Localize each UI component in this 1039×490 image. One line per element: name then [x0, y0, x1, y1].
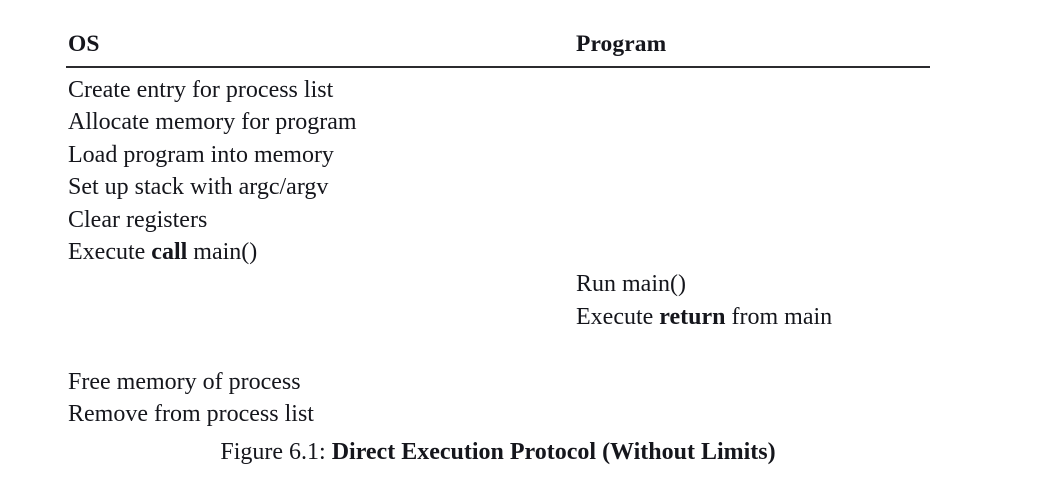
figure-caption-label: Figure 6.1:: [220, 439, 332, 465]
table-header: OS Program: [66, 28, 930, 67]
cell-keyword: return: [659, 303, 726, 330]
cell-os: Allocate memory for program: [66, 106, 574, 138]
table-row-spacer: [66, 333, 930, 365]
cell-text-post: from main: [725, 303, 833, 330]
table-row: Load program into memory: [66, 139, 930, 171]
cell-program: [574, 139, 930, 171]
table-row: Set up stack with argc/argv: [66, 171, 930, 203]
figure-caption: Figure 6.1: Direct Execution Protocol (W…: [66, 436, 930, 468]
table-row: Execute call main(): [66, 236, 930, 268]
figure-caption-title: Direct Execution Protocol (Without Limit…: [331, 439, 776, 465]
cell-os: Remove from process list: [66, 398, 574, 430]
cell-keyword: call: [151, 239, 188, 266]
cell-text-pre: Remove from process list: [68, 401, 314, 428]
cell-text-pre: Set up stack with argc/argv: [68, 174, 329, 201]
cell-text-pre: Allocate memory for program: [68, 109, 357, 136]
table-body: Create entry for process list Allocate m…: [66, 67, 930, 430]
cell-os: [66, 301, 574, 333]
table-row: Remove from process list: [66, 398, 930, 430]
cell-text-pre: Clear registers: [68, 206, 208, 233]
cell-program: [574, 204, 930, 236]
table-row: Allocate memory for program: [66, 106, 930, 138]
table-row: Execute return from main: [66, 301, 930, 333]
cell-program: [574, 236, 930, 268]
cell-text-pre: Create entry for process list: [68, 77, 334, 103]
cell-os: Create entry for process list: [66, 67, 574, 106]
cell-os: Set up stack with argc/argv: [66, 171, 574, 203]
cell-text-post: main(): [187, 239, 258, 266]
column-header-os: OS: [68, 31, 100, 57]
cell-program: Run main(): [574, 268, 930, 300]
column-header-program: Program: [576, 31, 667, 57]
cell-program: [574, 171, 930, 203]
cell-text-pre: Execute: [68, 239, 152, 266]
cell-os: Execute call main(): [66, 236, 574, 268]
table-row: Free memory of process: [66, 366, 930, 398]
cell-text-pre: Run main(): [576, 271, 686, 298]
cell-program: [574, 366, 930, 398]
table-row: Create entry for process list: [66, 67, 930, 106]
cell-program: [574, 333, 930, 365]
cell-os: [66, 333, 574, 365]
cell-text-pre: Execute: [576, 303, 660, 330]
cell-os: Load program into memory: [66, 139, 574, 171]
table-row: Run main(): [66, 268, 930, 300]
cell-os: [66, 268, 574, 300]
cell-os: Free memory of process: [66, 366, 574, 398]
cell-program: [574, 67, 930, 106]
cell-os: Clear registers: [66, 204, 574, 236]
cell-program: [574, 398, 930, 430]
table-header-row: OS Program: [66, 28, 930, 67]
cell-text-pre: Free memory of process: [68, 368, 301, 395]
table-row: Clear registers: [66, 204, 930, 236]
cell-program: [574, 106, 930, 138]
cell-program: Execute return from main: [574, 301, 930, 333]
protocol-table: OS Program Create entry for process list…: [66, 28, 930, 430]
cell-text-pre: Load program into memory: [68, 141, 334, 168]
